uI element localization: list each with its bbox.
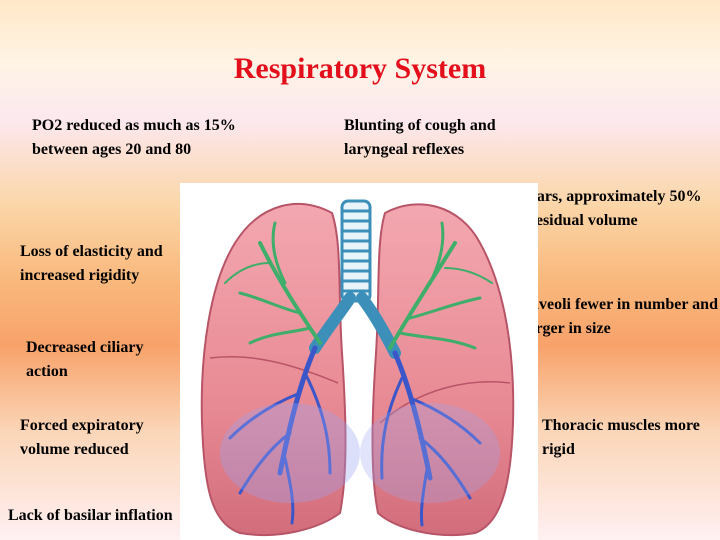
note-basilar: Lack of basilar inflation (8, 507, 173, 524)
slide-title: Respiratory System (233, 52, 487, 85)
trachea (340, 199, 372, 303)
note-expiratory: Forced expiratory volume reduced (20, 417, 144, 458)
lungs-illustration (180, 183, 538, 540)
note-alveoli: Alveoli fewer in number and larger in si… (523, 296, 718, 337)
note-ciliary: Decreased ciliary action (26, 339, 144, 380)
note-cough: Blunting of cough and laryngeal reflexes (344, 117, 496, 158)
note-elasticity: Loss of elasticity and increased rigidit… (20, 243, 163, 284)
note-thoracic: Thoracic muscles more rigid (542, 417, 700, 458)
lungs-icon (200, 199, 515, 537)
note-po2: PO2 reduced as much as 15% between ages … (32, 117, 236, 158)
left-lung (200, 202, 347, 537)
right-lung (371, 203, 515, 537)
